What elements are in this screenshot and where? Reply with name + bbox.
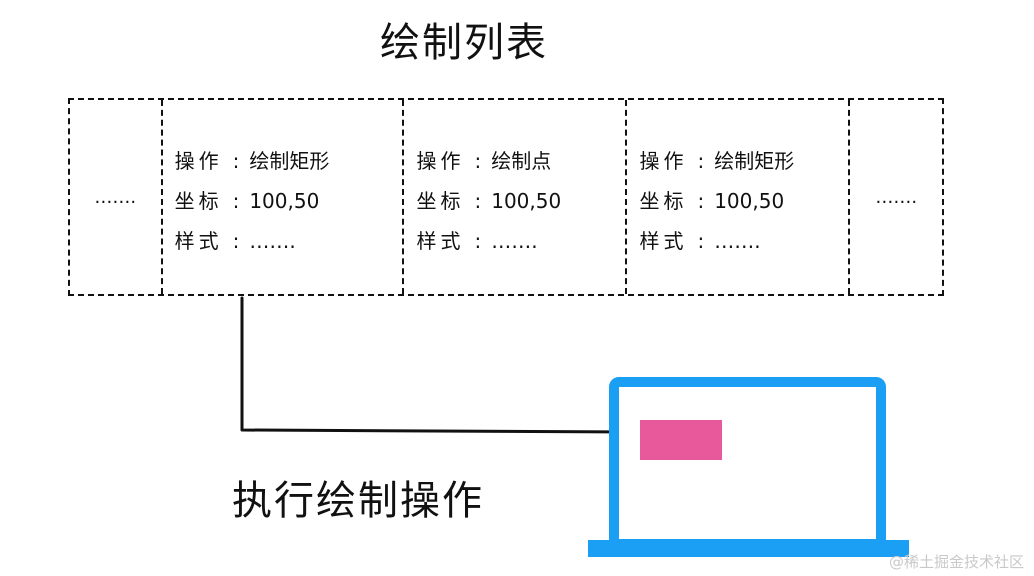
laptop-screen — [609, 377, 886, 549]
list-item-command: 操作:绘制点 坐标:100,50 样式:……. — [404, 100, 628, 294]
list-item-command: 操作:绘制矩形 坐标:100,50 样式:……. — [627, 100, 851, 294]
coord-label: 坐标 — [174, 189, 223, 213]
style-value: ……. — [249, 229, 296, 253]
ellipsis-text: ……. — [875, 186, 918, 208]
coord-line: 坐标:100,50 — [174, 189, 320, 213]
style-value: ……. — [714, 229, 761, 253]
coord-line: 坐标:100,50 — [416, 189, 562, 213]
list-item-command: 操作:绘制矩形 坐标:100,50 样式:……. — [163, 100, 405, 294]
coord-label: 坐标 — [416, 189, 465, 213]
coord-value: 100,50 — [714, 189, 785, 213]
style-line: 样式:……. — [639, 229, 761, 253]
op-label: 操作 — [174, 149, 223, 173]
ellipsis-text: ……. — [94, 186, 137, 208]
diagram-title: 绘制列表 — [380, 20, 548, 66]
op-line: 操作:绘制点 — [416, 149, 552, 173]
drawn-rectangle — [640, 420, 722, 460]
style-line: 样式:……. — [174, 229, 296, 253]
style-label: 样式 — [639, 229, 688, 253]
execute-draw-label: 执行绘制操作 — [232, 478, 484, 524]
coord-label: 坐标 — [639, 189, 688, 213]
execute-arrow — [240, 296, 634, 432]
laptop-base — [588, 540, 909, 557]
style-label: 样式 — [174, 229, 223, 253]
op-value: 绘制矩形 — [249, 149, 330, 173]
op-value: 绘制矩形 — [714, 149, 795, 173]
style-value: ……. — [491, 229, 538, 253]
list-item-ellipsis-end: ……. — [850, 100, 942, 294]
op-label: 操作 — [416, 149, 465, 173]
coord-value: 100,50 — [491, 189, 562, 213]
watermark: @稀土掘金技术社区 — [888, 553, 1024, 571]
laptop-icon — [588, 377, 909, 557]
style-label: 样式 — [416, 229, 465, 253]
op-label: 操作 — [639, 149, 688, 173]
coord-line: 坐标:100,50 — [639, 189, 785, 213]
coord-value: 100,50 — [249, 189, 320, 213]
op-line: 操作:绘制矩形 — [174, 149, 330, 173]
style-line: 样式:……. — [416, 229, 538, 253]
list-item-ellipsis-start: ……. — [70, 100, 163, 294]
op-line: 操作:绘制矩形 — [639, 149, 795, 173]
draw-list: ……. 操作:绘制矩形 坐标:100,50 样式:……. 操作:绘制点 坐标:1… — [68, 98, 944, 296]
op-value: 绘制点 — [491, 149, 552, 173]
